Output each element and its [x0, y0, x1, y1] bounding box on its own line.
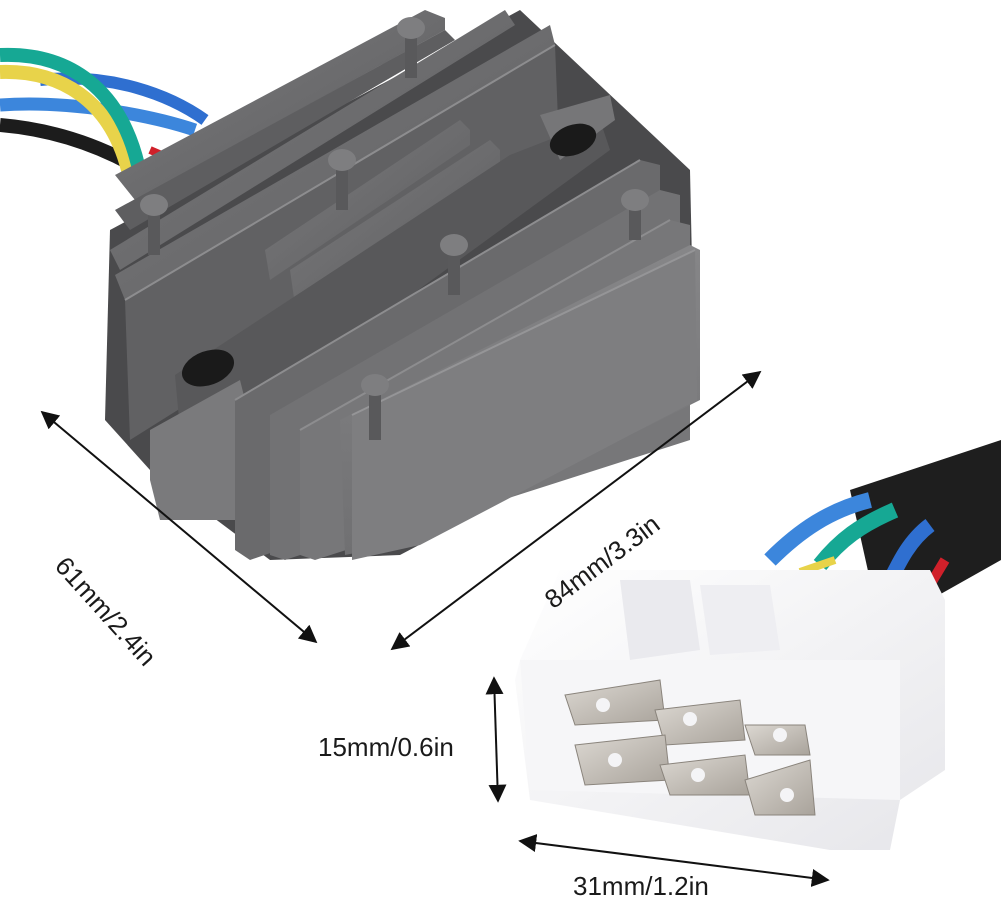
height-arrow: [485, 676, 507, 803]
width-arrow: [40, 410, 318, 644]
length-arrow: [390, 370, 762, 651]
wire-bundle-right: [764, 440, 1001, 600]
connector-width-label: 31mm/1.2in: [573, 871, 709, 901]
connector-width-arrow: [518, 834, 830, 887]
connector-height-label: 15mm/0.6in: [318, 732, 454, 762]
rivet-pins: [140, 17, 649, 440]
regulator-heatsink: [105, 10, 700, 560]
wire-connector: [515, 570, 945, 850]
dimension-arrows: [40, 370, 830, 887]
connector-terminals: [564, 679, 816, 816]
